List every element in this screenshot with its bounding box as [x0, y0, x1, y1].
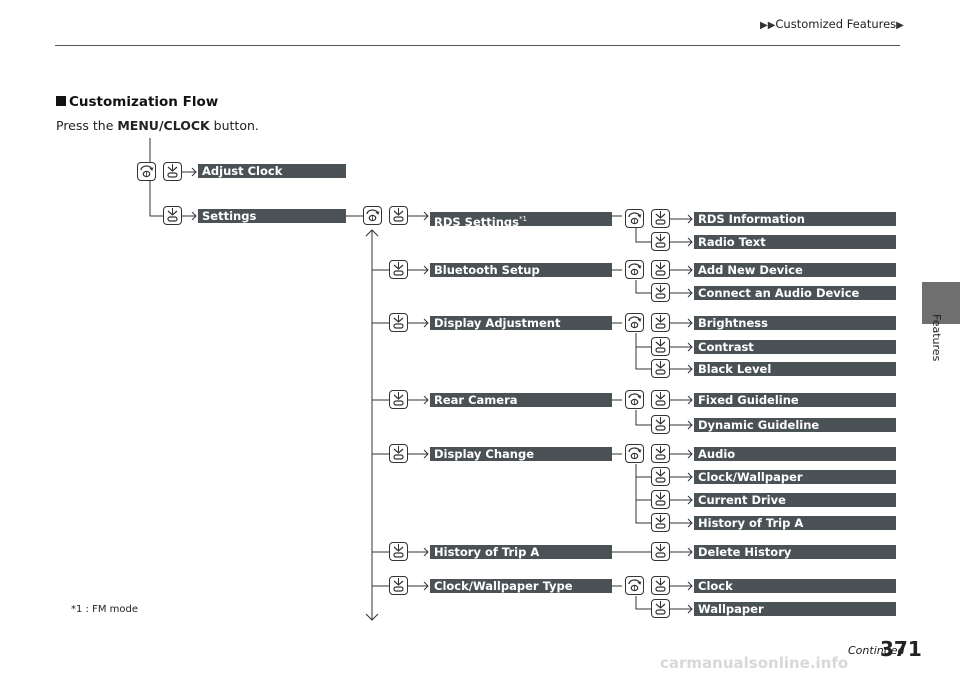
push-knob-icon	[389, 313, 408, 332]
push-knob-icon	[651, 467, 670, 486]
push-knob-icon	[651, 513, 670, 532]
side-tab[interactable]	[922, 282, 960, 324]
menu-history-trip-a-sub[interactable]: History of Trip A	[694, 516, 896, 530]
rotate-knob-icon	[137, 162, 156, 181]
push-knob-icon	[389, 576, 408, 595]
menu-history-trip-a[interactable]: History of Trip A	[430, 545, 612, 559]
rotate-knob-icon	[363, 206, 382, 225]
menu-fixed-guideline[interactable]: Fixed Guideline	[694, 393, 896, 407]
push-knob-icon	[651, 599, 670, 618]
rotate-knob-icon	[625, 576, 644, 595]
menu-connect-audio-device[interactable]: Connect an Audio Device	[694, 286, 896, 300]
push-knob-icon	[651, 313, 670, 332]
push-knob-icon	[651, 283, 670, 302]
menu-rds-settings[interactable]: RDS Settings*1	[430, 212, 612, 226]
menu-radio-text[interactable]: Radio Text	[694, 235, 896, 249]
menu-add-new-device[interactable]: Add New Device	[694, 263, 896, 277]
menu-clock-wallpaper-type[interactable]: Clock/Wallpaper Type	[430, 579, 612, 593]
push-knob-icon	[651, 490, 670, 509]
push-knob-icon	[651, 390, 670, 409]
push-knob-icon	[651, 232, 670, 251]
push-knob-icon	[651, 359, 670, 378]
menu-settings[interactable]: Settings	[198, 209, 346, 223]
menu-audio[interactable]: Audio	[694, 447, 896, 461]
menu-current-drive[interactable]: Current Drive	[694, 493, 896, 507]
menu-delete-history[interactable]: Delete History	[694, 545, 896, 559]
side-tab-label: Features	[930, 314, 943, 362]
menu-wallpaper[interactable]: Wallpaper	[694, 602, 896, 616]
menu-black-level[interactable]: Black Level	[694, 362, 896, 376]
push-knob-icon	[389, 206, 408, 225]
push-knob-icon	[651, 260, 670, 279]
menu-display-change[interactable]: Display Change	[430, 447, 612, 461]
menu-contrast[interactable]: Contrast	[694, 340, 896, 354]
section-title: Customization Flow	[56, 94, 218, 110]
bullet-square-icon	[56, 96, 66, 106]
intro-text: Press the MENU/CLOCK button.	[56, 118, 259, 133]
footnote: *1 : FM mode	[71, 604, 139, 615]
push-knob-icon	[651, 576, 670, 595]
menu-dynamic-guideline[interactable]: Dynamic Guideline	[694, 418, 896, 432]
rotate-knob-icon	[625, 209, 644, 228]
header-rule	[55, 45, 900, 46]
breadcrumb-arrow-icon: ▶▶	[760, 20, 776, 31]
push-knob-icon	[651, 209, 670, 228]
page-number: 371	[880, 637, 922, 661]
menu-display-adjustment[interactable]: Display Adjustment	[430, 316, 612, 330]
push-knob-icon	[389, 260, 408, 279]
rotate-knob-icon	[625, 260, 644, 279]
menu-clock[interactable]: Clock	[694, 579, 896, 593]
push-knob-icon	[389, 390, 408, 409]
menu-rear-camera[interactable]: Rear Camera	[430, 393, 612, 407]
breadcrumb: ▶▶Customized Features▶	[760, 17, 904, 31]
watermark: carmanualsonline.info	[660, 654, 849, 672]
push-knob-icon	[651, 337, 670, 356]
push-knob-icon	[389, 542, 408, 561]
breadcrumb-label: Customized Features	[775, 17, 897, 31]
breadcrumb-arrow-icon: ▶	[896, 20, 904, 31]
push-knob-icon	[389, 444, 408, 463]
rotate-knob-icon	[625, 313, 644, 332]
menu-adjust-clock[interactable]: Adjust Clock	[198, 164, 346, 178]
push-knob-icon	[163, 162, 182, 181]
push-knob-icon	[651, 415, 670, 434]
menu-brightness[interactable]: Brightness	[694, 316, 896, 330]
menu-bluetooth-setup[interactable]: Bluetooth Setup	[430, 263, 612, 277]
push-knob-icon	[651, 444, 670, 463]
menu-rds-information[interactable]: RDS Information	[694, 212, 896, 226]
rotate-knob-icon	[625, 444, 644, 463]
rotate-knob-icon	[625, 390, 644, 409]
push-knob-icon	[163, 206, 182, 225]
push-knob-icon	[651, 542, 670, 561]
menu-clock-wallpaper[interactable]: Clock/Wallpaper	[694, 470, 896, 484]
continued-label: Continued	[848, 644, 905, 657]
